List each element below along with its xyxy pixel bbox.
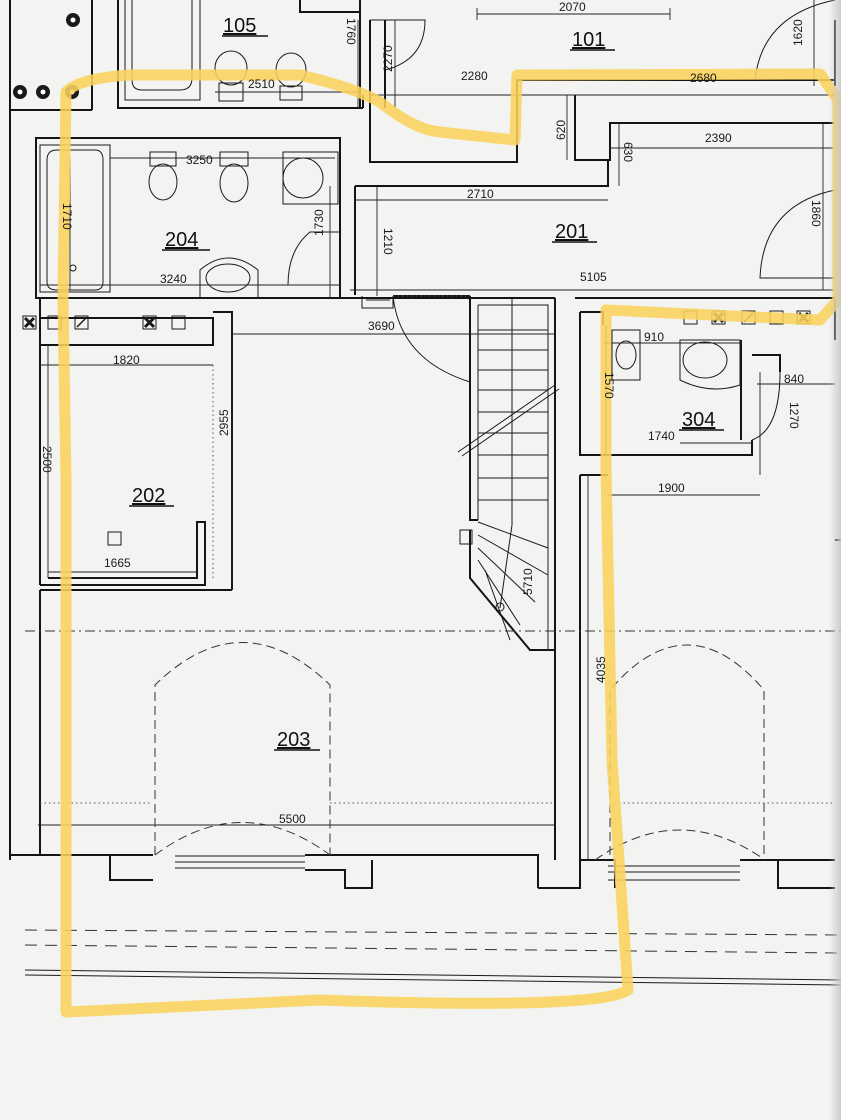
dim-1620: 1620 [791, 19, 805, 46]
dim-5105: 5105 [580, 270, 607, 284]
dim-910: 910 [644, 330, 664, 344]
dim-4035: 4035 [594, 656, 608, 683]
dim-2680: 2680 [690, 71, 717, 85]
room-label-202: 202 [132, 485, 165, 507]
dim-3690: 3690 [368, 319, 395, 333]
room-label-101: 101 [572, 29, 605, 51]
dim-1710: 1710 [60, 203, 74, 230]
dim-1740: 1740 [648, 429, 675, 443]
dim-1665: 1665 [104, 556, 131, 570]
dim-2070: 2070 [559, 0, 586, 14]
room-label-203: 203 [277, 729, 310, 751]
room-label-201: 201 [555, 221, 588, 243]
room-label-304: 304 [682, 409, 715, 431]
dimension-labels: 2070 1760 2270 1620 2510 2280 2680 620 6… [40, 0, 823, 826]
room-label-105: 105 [223, 15, 256, 37]
dim-1210: 1210 [381, 228, 395, 255]
dotted-lines [40, 295, 835, 804]
dim-1270: 1270 [787, 402, 801, 429]
dim-2390: 2390 [705, 131, 732, 145]
dim-620: 620 [554, 120, 568, 140]
dim-2270: 2270 [381, 45, 395, 72]
dim-840: 840 [784, 372, 804, 386]
dim-1730: 1730 [312, 209, 326, 236]
room-labels: 105 101 204 201 202 304 203 [129, 15, 724, 751]
dim-630: 630 [621, 142, 635, 162]
dim-5710: 5710 [521, 568, 535, 595]
fixtures [39, 0, 836, 881]
dim-2710: 2710 [467, 187, 494, 201]
dim-2955: 2955 [217, 409, 231, 436]
dim-1570: 1570 [602, 372, 616, 399]
dim-2510: 2510 [248, 77, 275, 91]
dim-5500: 5500 [279, 812, 306, 826]
dim-1820: 1820 [113, 353, 140, 367]
highlight-outline [57, 68, 841, 1018]
facade-lines [24, 929, 841, 986]
dim-2280: 2280 [461, 69, 488, 83]
dim-1760: 1760 [344, 18, 358, 45]
arch-outlines [154, 642, 766, 861]
dim-3240: 3240 [160, 272, 187, 286]
dim-3250: 3250 [186, 153, 213, 167]
dim-1860: 1860 [809, 200, 823, 227]
dim-1900: 1900 [658, 481, 685, 495]
dim-2500: 2500 [40, 446, 54, 473]
room-label-204: 204 [165, 229, 198, 251]
column-markers [13, 13, 811, 330]
